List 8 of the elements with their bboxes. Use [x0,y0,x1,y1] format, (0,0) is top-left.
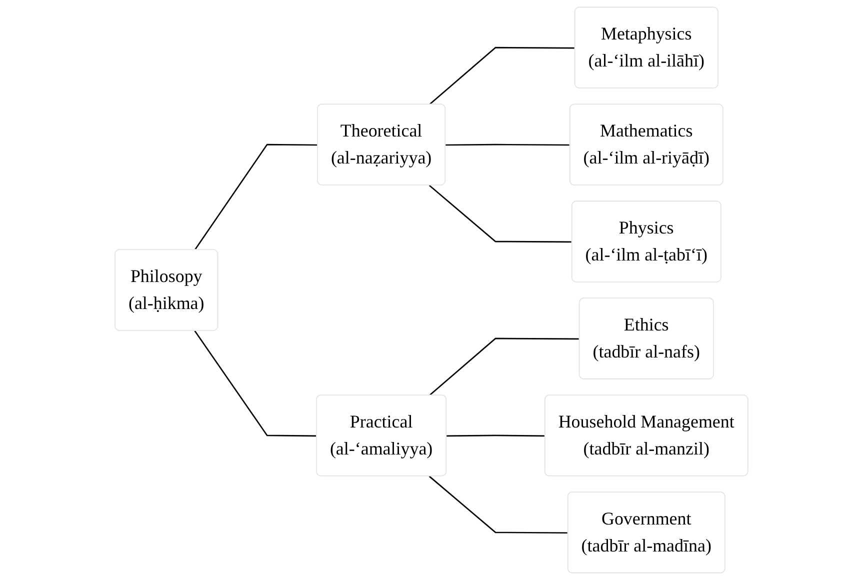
connector [428,338,580,396]
connector [428,476,568,534]
connector [446,434,545,437]
connector [445,144,570,146]
connector [194,144,318,250]
connector [194,330,316,437]
connector [428,46,575,106]
connector [428,184,572,243]
